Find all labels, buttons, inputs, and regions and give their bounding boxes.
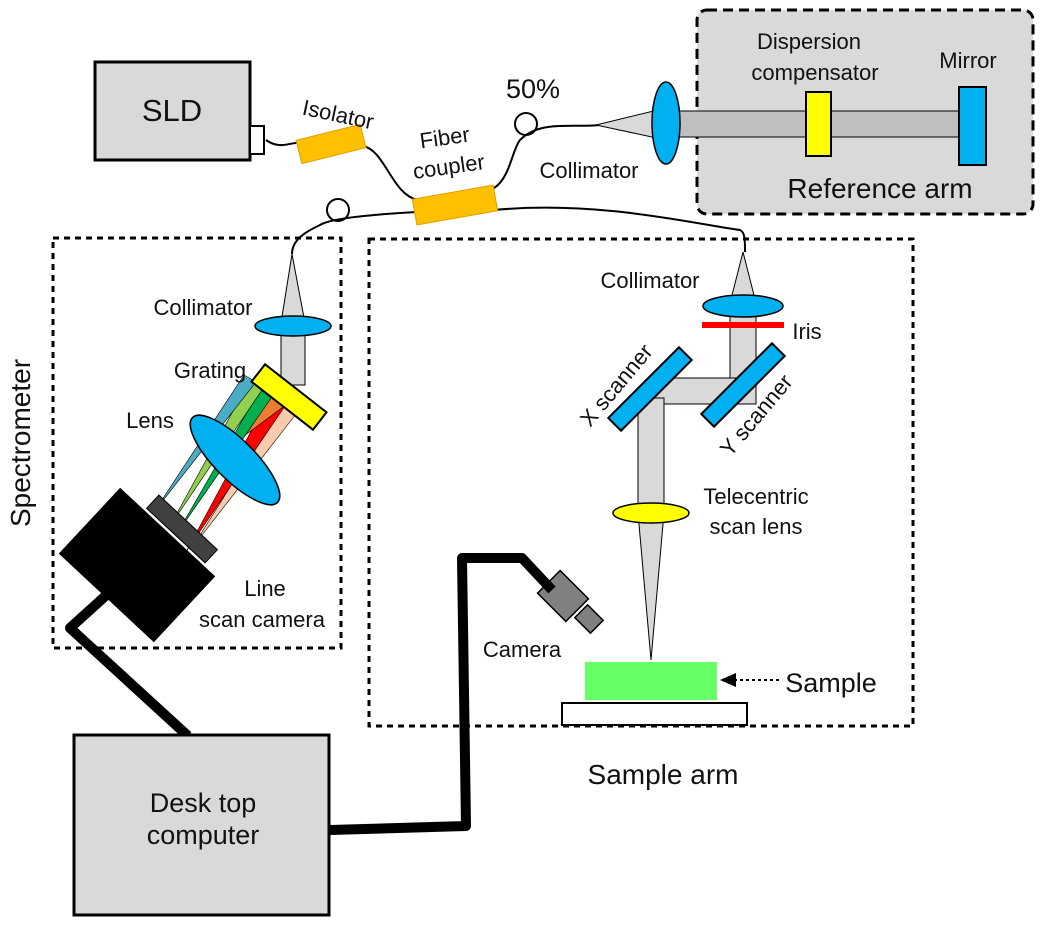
mirror-label: Mirror (939, 48, 996, 73)
sample (585, 662, 717, 700)
line-scan-camera-body (58, 487, 216, 643)
sample-beam-vertical-left (637, 397, 665, 514)
data-cables (65, 553, 556, 835)
fiber-loop-spec (326, 198, 350, 222)
dispersion-compensator (805, 91, 832, 157)
fiber-coupler-sample (493, 206, 746, 253)
fiber-sld-isolator (265, 139, 301, 147)
sample-stage (561, 702, 748, 726)
sld-port (249, 125, 265, 155)
sample-arm-label: Sample arm (588, 759, 739, 790)
spectrometer-box (51, 236, 343, 650)
camera-label: Camera (483, 637, 562, 662)
fiber-coupler-loop-up (493, 124, 601, 189)
dispersion-label-1: Dispersion (757, 29, 861, 54)
spectrometer-label: Spectrometer (5, 359, 36, 527)
lens-label: Lens (126, 408, 174, 433)
sld-source: SLD (93, 60, 265, 162)
telecentric-scan-lens (612, 502, 690, 524)
cable-linecam-computer (65, 586, 192, 740)
collimator-sample-label: Collimator (600, 268, 699, 293)
fiber-coupler-label-2: coupler (411, 149, 486, 184)
desktop-computer (72, 733, 331, 917)
desktop-label-2: computer (147, 820, 260, 850)
fiber-loop-50 (514, 112, 538, 136)
sample-camera-lens (573, 603, 605, 635)
line-scan-label-1: Line (244, 576, 286, 601)
isolator-label: Isolator (300, 95, 376, 134)
collimator-ref-label: Collimator (539, 158, 638, 183)
iris-label: Iris (792, 319, 821, 344)
line-scan-label-2: scan camera (199, 607, 326, 632)
grating (250, 362, 328, 432)
sld-box (93, 60, 252, 162)
spectrometer-collimator-lens (254, 315, 332, 337)
x-scanner-mirror (606, 345, 694, 433)
fiber-coupler-spectrometer (291, 211, 419, 255)
collimator-spec-label: Collimator (153, 295, 252, 320)
spectrometer-lens (189, 414, 281, 506)
grating-label: Grating (174, 358, 246, 383)
line-scan-camera-front (145, 494, 219, 564)
fiber-coupler (411, 184, 499, 226)
sample-beam-cone-bottom (637, 512, 665, 661)
sample-collimator-lens (702, 294, 784, 318)
reference-arm-label: Reference arm (787, 173, 972, 204)
reference-mirror (958, 86, 987, 166)
y-scanner-mirror (699, 341, 787, 429)
sample-label: Sample (785, 668, 877, 698)
fiber-coupler-label-1: Fiber (418, 122, 471, 154)
line-scan-camera (58, 487, 219, 643)
sld-label: SLD (142, 93, 202, 128)
sample-pointer-arrowhead (720, 673, 736, 687)
dispersion-label-2: compensator (751, 60, 878, 85)
isolator (295, 123, 367, 165)
fiber-isolator-coupler (362, 145, 419, 201)
split-ratio-label: 50% (506, 74, 560, 104)
cable-camera-computer (329, 553, 556, 835)
telecentric-label-2: scan lens (710, 514, 803, 539)
telecentric-label-1: Telecentric (703, 484, 808, 509)
reference-collimator-lens (651, 81, 681, 165)
spectrometer-beam-cone (280, 253, 306, 324)
desktop-label-1: Desk top (150, 788, 257, 818)
fibers (265, 112, 746, 255)
